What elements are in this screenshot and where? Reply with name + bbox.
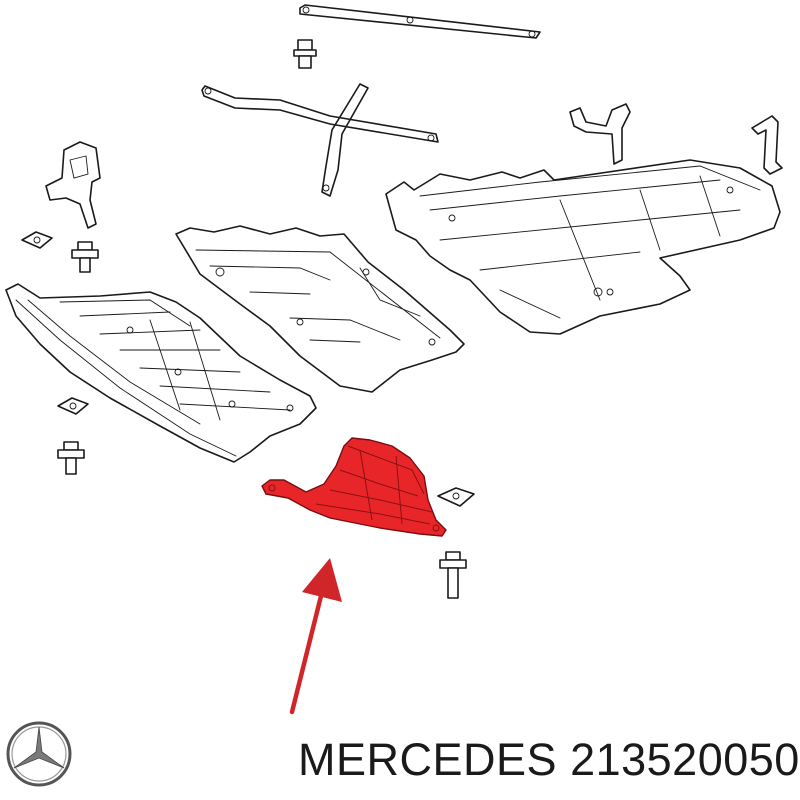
clip-nut-upper-left bbox=[21, 231, 53, 249]
handle-bracket-right bbox=[751, 115, 783, 175]
bolt-lower-right bbox=[439, 551, 467, 599]
pointer-arrow bbox=[289, 558, 342, 715]
middle-underbody-panel bbox=[175, 225, 465, 393]
bracket-right-small bbox=[569, 103, 631, 165]
part-number-label: 2135200500 bbox=[570, 734, 800, 785]
clip-nut-lower-right bbox=[437, 487, 475, 507]
mercedes-star-logo-icon bbox=[6, 721, 72, 787]
bolt-top bbox=[293, 39, 317, 69]
rear-underbody-panel bbox=[385, 159, 781, 335]
clip-nut-lower-left bbox=[57, 397, 89, 415]
brand-label: MERCEDES bbox=[298, 734, 558, 785]
front-underbody-panel bbox=[5, 283, 317, 463]
bolt-upper-left bbox=[71, 241, 99, 273]
bolt-lower-left bbox=[57, 441, 85, 475]
cross-brace bbox=[201, 83, 439, 197]
bracket-left bbox=[45, 141, 101, 229]
part-caption: MERCEDES 2135200500 bbox=[298, 732, 800, 788]
top-support-strap bbox=[299, 4, 541, 39]
highlighted-underbody-shield bbox=[261, 437, 447, 537]
